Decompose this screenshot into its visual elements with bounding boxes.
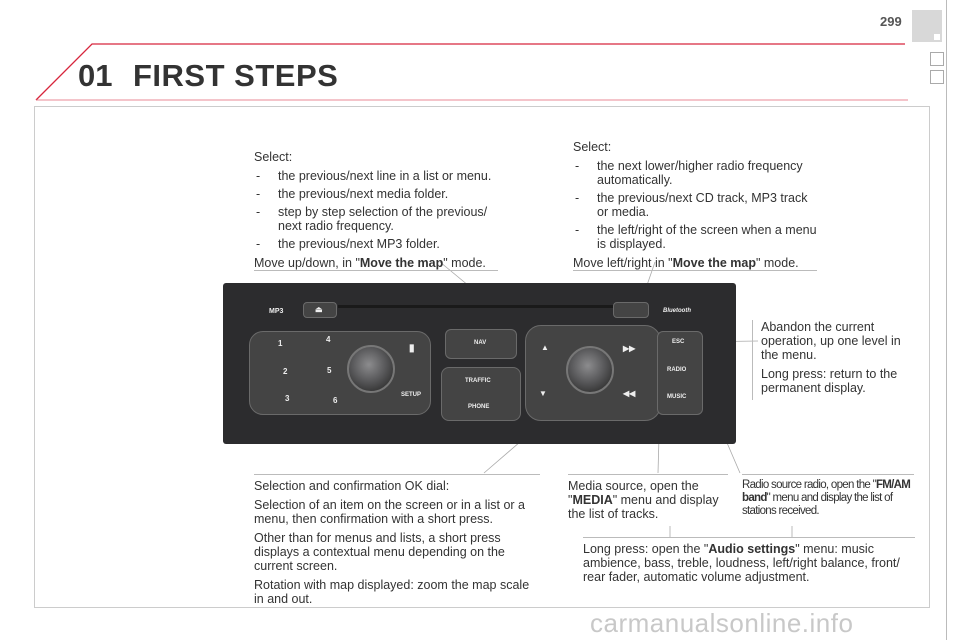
preset-button-1[interactable]: 1 xyxy=(278,339,283,348)
left-right-list: the next lower/higher radio frequency au… xyxy=(573,159,817,251)
setup-button[interactable]: SETUP xyxy=(401,392,422,398)
chapter-header-shape xyxy=(35,43,908,101)
watermark: carmanualsonline.info xyxy=(590,608,854,638)
move-map-line: Move left/right in "Move the map" mode. xyxy=(573,256,817,271)
dial-desc: Other than for menus and lists, a short … xyxy=(254,531,505,573)
content-frame xyxy=(34,106,930,608)
preset-button-5[interactable]: 5 xyxy=(327,366,332,375)
callout-music: Media source, open the "MEDIA" menu and … xyxy=(568,474,728,526)
bluetooth-logo: Bluetooth xyxy=(663,308,691,314)
chapter-number: 01 xyxy=(78,58,113,93)
list-item: the previous/next CD track, MP3 track or… xyxy=(573,191,817,219)
select-label: Select: xyxy=(254,150,293,164)
page-number: 299 xyxy=(880,14,902,29)
list-item: the next lower/higher radio frequency au… xyxy=(573,159,817,187)
mp3-logo: MP3 xyxy=(269,308,284,315)
esc-long-press: Long press: return to the permanent disp… xyxy=(761,367,898,395)
eject-icon: ⏏ xyxy=(315,305,323,314)
callout-up-down: Select: the previous/next line in a list… xyxy=(254,150,498,276)
callout-dial: Selection and confirmation OK dial: Sele… xyxy=(254,474,540,611)
list-item: the left/right of the screen when a menu… xyxy=(573,223,817,251)
dial-title: Selection and confirmation OK dial: xyxy=(254,479,450,493)
radio-panel: MP3 ⏏ Bluetooth 1 2 3 4 5 6 SETUP ▮ NAV … xyxy=(223,283,736,444)
volume-dial[interactable] xyxy=(347,345,395,393)
preset-button-4[interactable]: 4 xyxy=(326,335,331,344)
side-box-icon xyxy=(930,52,944,66)
traffic-button[interactable]: TRAFFIC xyxy=(465,378,491,384)
list-item: the previous/next line in a list or menu… xyxy=(254,169,498,183)
preset-button-6[interactable]: 6 xyxy=(333,396,338,405)
callout-radio: Radio source radio, open the "FM/AM band… xyxy=(742,474,914,523)
callout-left-right: Select: the next lower/higher radio freq… xyxy=(573,140,817,276)
music-button[interactable]: MUSIC xyxy=(667,394,687,400)
callout-esc: Abandon the current operation, up one le… xyxy=(752,320,919,400)
next-button[interactable]: ▶▶ xyxy=(623,344,636,353)
up-down-list: the previous/next line in a list or menu… xyxy=(254,169,498,251)
preset-button-2[interactable]: 2 xyxy=(283,367,288,376)
move-map-line: Move up/down, in "Move the map" mode. xyxy=(254,256,498,271)
corner-tab xyxy=(912,10,942,42)
card-slot-icon: ▮ xyxy=(409,343,415,354)
dial-desc: Selection of an item on the screen or in… xyxy=(254,498,525,526)
source-buttons xyxy=(657,331,703,415)
chapter-title: FIRST STEPS xyxy=(133,58,339,93)
esc-button[interactable]: ESC xyxy=(672,339,685,345)
down-button[interactable]: ▼ xyxy=(539,389,547,398)
esc-desc: Abandon the current operation, up one le… xyxy=(761,320,901,362)
eject-button[interactable]: ⏏ xyxy=(303,302,337,318)
nav-button[interactable]: NAV xyxy=(445,329,517,359)
side-rule xyxy=(946,0,947,640)
list-item: the previous/next MP3 folder. xyxy=(254,237,498,251)
side-box-icon xyxy=(930,70,944,84)
preset-cluster xyxy=(249,331,431,415)
preset-button-3[interactable]: 3 xyxy=(285,394,290,403)
select-label: Select: xyxy=(573,140,612,154)
cd-slot-button[interactable] xyxy=(613,302,649,318)
callout-audio-settings: Long press: open the "Audio settings" me… xyxy=(583,537,915,589)
ok-dial[interactable] xyxy=(566,346,614,394)
dial-desc: Rotation with map displayed: zoom the ma… xyxy=(254,578,530,606)
list-item: the previous/next media folder. xyxy=(254,187,498,201)
traffic-phone-block xyxy=(441,367,521,421)
radio-button[interactable]: RADIO xyxy=(667,367,687,373)
list-item: step by step selection of the previous/ … xyxy=(254,205,498,233)
up-button[interactable]: ▲ xyxy=(541,343,549,352)
previous-button[interactable]: ◀◀ xyxy=(623,389,636,398)
phone-button[interactable]: PHONE xyxy=(468,404,490,410)
